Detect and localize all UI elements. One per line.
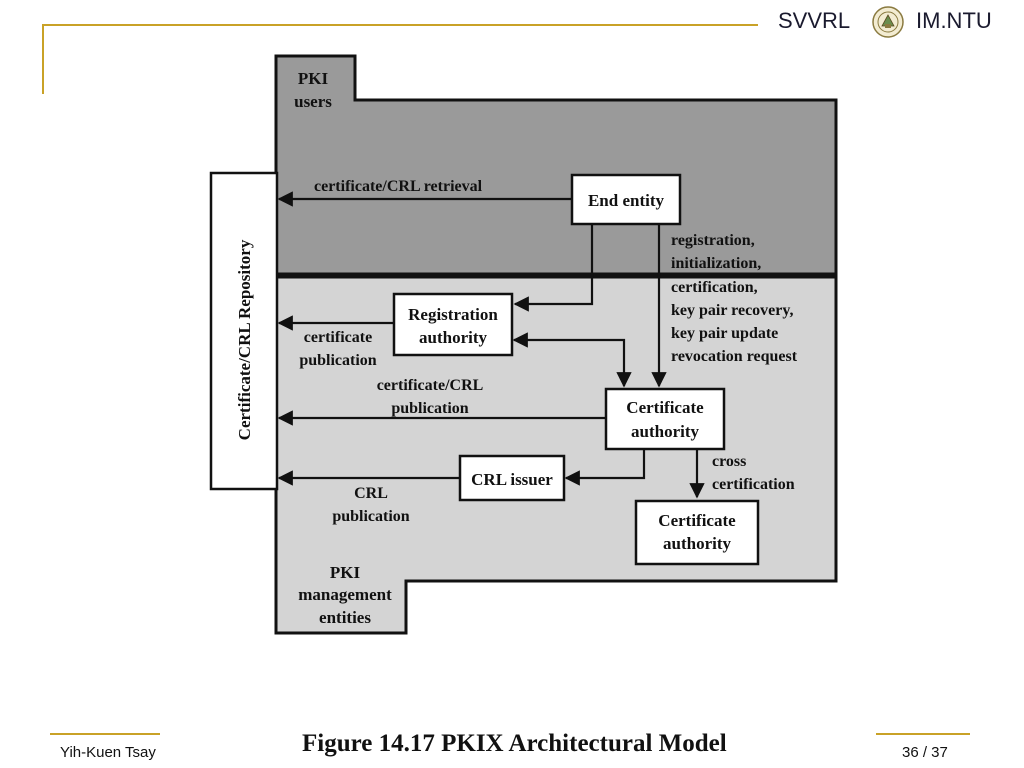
ca-label-1: Certificate (626, 398, 704, 417)
ca-label-2: authority (631, 422, 700, 441)
footer-rule-right (876, 733, 970, 735)
pki-users-label-1: PKI (298, 69, 329, 88)
pki-mgmt-label-3: entities (319, 608, 371, 627)
header-brand-left: SVVRL (778, 8, 851, 30)
repository-label: Certificate/CRL Repository (235, 239, 254, 440)
header-rule (42, 24, 758, 26)
crl-pub-label-1: CRL (354, 485, 388, 502)
operations-label-2: initialization, (671, 255, 761, 272)
operations-label-6: revocation request (671, 348, 798, 365)
ca2-label-2: authority (663, 534, 732, 553)
operations-label-4: key pair recovery, (671, 302, 794, 319)
certificate-authority-2-box (634, 499, 760, 566)
header-brand-right: IM.NTU (916, 8, 992, 33)
registration-authority-box (392, 292, 514, 357)
cross-cert-label-2: certification (712, 476, 795, 493)
operations-label-5: key pair update (671, 325, 778, 342)
operations-label-1: registration, (671, 232, 755, 249)
pki-users-label-2: users (294, 92, 332, 111)
cert-pub-label-1: certificate (304, 329, 372, 346)
cert-pub-label-2: publication (299, 352, 376, 369)
pkix-diagram: Certificate/CRL Repository PKI users PKI… (209, 54, 838, 635)
page-number: 36 / 37 (902, 744, 948, 761)
cross-cert-label-1: cross (712, 453, 746, 470)
pki-mgmt-label-2: management (298, 585, 392, 604)
cert-crl-pub-label-1: certificate/CRL (377, 377, 484, 394)
end-entity-label: End entity (588, 191, 665, 210)
repository-box (209, 171, 279, 491)
footer-author: Yih-Kuen Tsay (60, 744, 156, 761)
ca2-label-1: Certificate (658, 511, 736, 530)
certificate-authority-box (604, 387, 726, 451)
retrieval-label: certificate/CRL retrieval (314, 178, 483, 195)
ra-label-2: authority (419, 328, 488, 347)
crl-issuer-label: CRL issuer (471, 470, 553, 489)
ntu-seal-icon (872, 6, 904, 38)
ra-ca-arrow (512, 332, 632, 388)
pki-mgmt-label-1: PKI (330, 563, 361, 582)
ca-to-crl-arrow (564, 449, 646, 486)
ra-label-1: Registration (408, 305, 498, 324)
end-entity-box (570, 173, 682, 226)
crl-pub-label-2: publication (332, 508, 409, 525)
figure-caption: Figure 14.17 PKIX Architectural Model (302, 730, 727, 757)
crl-issuer-box (458, 454, 566, 502)
cert-crl-pub-label-2: publication (391, 400, 468, 417)
operations-label-3: certification, (671, 279, 758, 296)
footer-rule-left (50, 733, 160, 735)
header-rule-vertical (42, 24, 44, 94)
ee-to-ra-arrow (513, 224, 594, 312)
